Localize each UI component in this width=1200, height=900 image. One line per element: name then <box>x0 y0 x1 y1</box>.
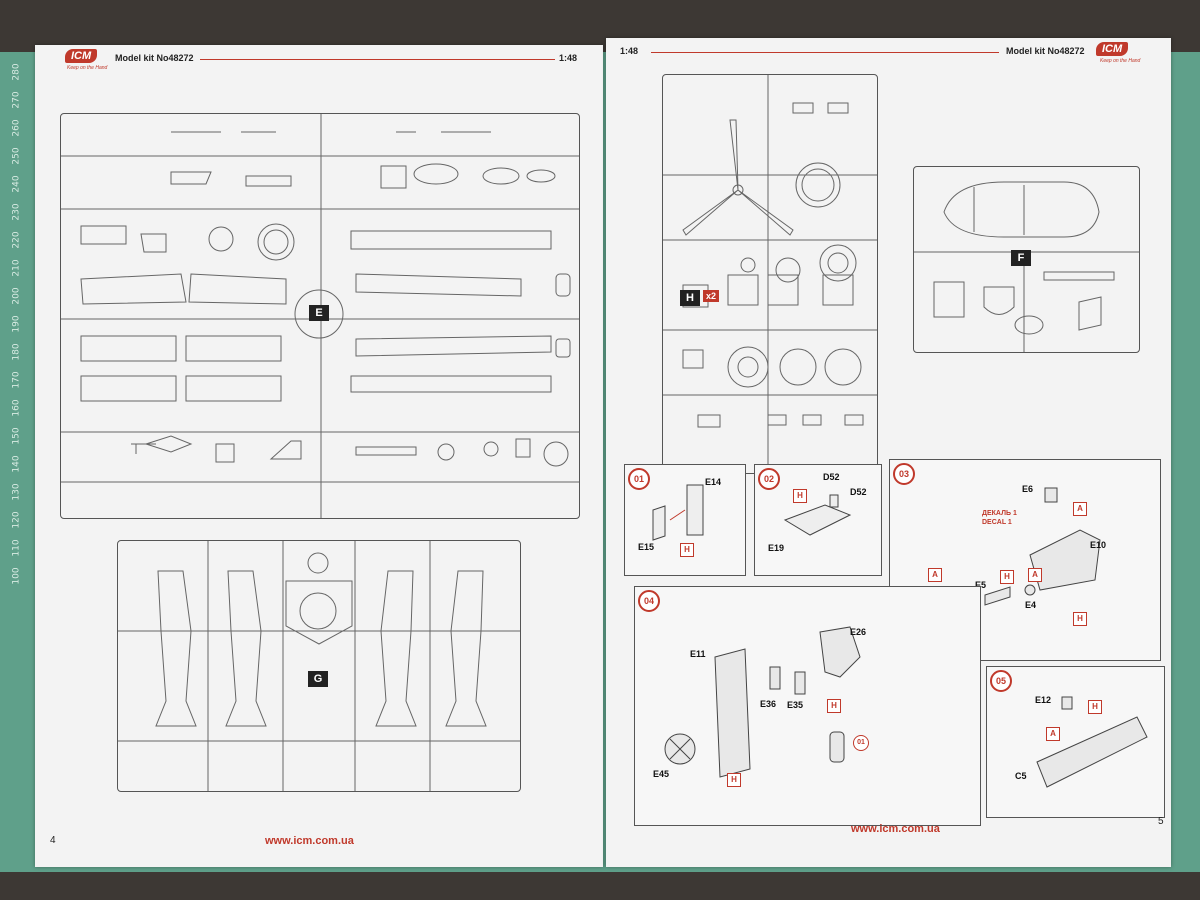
sprue-h-drawing <box>663 75 877 473</box>
ruler-tick-label: 220 <box>11 231 22 249</box>
mat-ruler-left: 280 270 260 250 240 230 220 210 200 190 180 170 160 1… <box>0 52 30 872</box>
icm-logo: ICM <box>1096 42 1129 56</box>
assembly-step-01: 01 E14 E15 H <box>624 464 746 576</box>
part-label: E19 <box>768 543 785 553</box>
sprue-h-plate: H <box>680 290 700 306</box>
ruler-tick-label: 130 <box>11 483 22 501</box>
part-label: E5 <box>975 580 987 590</box>
logo-tagline: Keep on the Hand <box>67 65 108 71</box>
part-label: E12 <box>1035 695 1052 705</box>
sprue-e-frame: E <box>60 113 580 519</box>
part-label: E4 <box>1025 600 1037 610</box>
step-number: 04 <box>638 590 660 612</box>
assembly-step-05: 05 E12 C5 H A <box>986 666 1165 818</box>
ruler-tick-label: 120 <box>11 511 22 529</box>
assembly-step-04: 04 E26 E11 E36 E35 E45 01 H H <box>634 586 981 826</box>
model-kit-label: Model kit No48272 <box>1006 46 1085 56</box>
step-number: 05 <box>990 670 1012 692</box>
header-rule <box>651 52 999 53</box>
ruler-tick-label: 160 <box>11 399 22 417</box>
website-link[interactable]: www.icm.com.ua <box>851 823 940 835</box>
mat-ruler-right <box>1170 52 1200 872</box>
color-callout: H <box>727 773 741 787</box>
sprue-g-plate: G <box>308 671 328 687</box>
ruler-tick-label: 260 <box>11 119 22 137</box>
step-04-drawing <box>664 626 861 778</box>
step-number: 02 <box>758 468 780 490</box>
part-label: E15 <box>638 542 655 552</box>
color-callout: A <box>1046 727 1060 741</box>
sprue-e-drawing <box>61 114 579 518</box>
page-number: 5 <box>1158 816 1164 827</box>
ruler-tick-label: 110 <box>11 539 22 557</box>
instruction-page-right: 1:48 Model kit No48272 ICM Keep on the H… <box>606 38 1171 867</box>
decal-label-en: DECAL 1 <box>982 519 1012 526</box>
color-callout: H <box>1088 700 1102 714</box>
icm-logo: ICM <box>65 49 98 63</box>
sprue-g-frame: G <box>117 540 521 792</box>
part-label: E45 <box>653 769 670 779</box>
sprue-g-drawing <box>118 541 520 791</box>
sprue-f-plate: F <box>1011 250 1031 266</box>
color-callout: A <box>1073 502 1087 516</box>
part-label: E11 <box>690 649 706 659</box>
ruler-tick-label: 140 <box>11 455 22 473</box>
ruler-tick-label: 150 <box>11 427 22 445</box>
color-callout: H <box>793 489 807 503</box>
part-label: E26 <box>850 627 867 637</box>
step-reference: 01 <box>853 735 869 751</box>
sprue-e-plate: E <box>309 305 329 321</box>
color-callout: A <box>1028 568 1042 582</box>
sprue-h-quantity: x2 <box>703 290 720 302</box>
step-number: 01 <box>628 468 650 490</box>
instruction-page-left: ICM Keep on the Hand Model kit No48272 1… <box>35 45 603 867</box>
step-05-drawing <box>1036 696 1148 788</box>
sprue-f-frame: F <box>913 166 1140 353</box>
sprue-h-frame: H x2 <box>662 74 878 474</box>
ruler-tick-label: 170 <box>11 371 22 389</box>
color-callout: H <box>1000 570 1014 584</box>
page-number: 4 <box>50 835 56 846</box>
step-01-drawing <box>652 484 704 541</box>
ruler-tick-label: 230 <box>11 203 22 221</box>
assembly-step-02: 02 D52 D52 E19 H <box>754 464 882 576</box>
scale-label: 1:48 <box>559 53 578 63</box>
ruler-tick-label: 270 <box>11 91 22 109</box>
ruler-tick-label: 200 <box>11 287 22 305</box>
step-number: 03 <box>893 463 915 485</box>
header-rule <box>200 59 555 60</box>
color-callout: A <box>928 568 942 582</box>
ruler-tick-label: 240 <box>11 175 22 193</box>
part-label: E35 <box>787 700 804 710</box>
part-label: D52 <box>850 487 867 497</box>
website-link[interactable]: www.icm.com.ua <box>265 835 354 847</box>
ruler-tick-label: 250 <box>11 147 22 165</box>
ruler-tick-label: 180 <box>11 343 22 361</box>
part-label: C5 <box>1015 771 1027 781</box>
part-label: E6 <box>1022 484 1034 494</box>
part-label: E10 <box>1090 540 1107 550</box>
part-label: E36 <box>760 699 777 709</box>
part-label: D52 <box>823 472 840 482</box>
logo-tagline: Keep on the Hand <box>1100 58 1141 64</box>
model-kit-label: Model kit No48272 <box>115 53 194 63</box>
ruler-tick-label: 100 <box>11 567 22 585</box>
ruler-tick-label: 280 <box>11 63 22 81</box>
color-callout: H <box>827 699 841 713</box>
step-02-drawing <box>783 494 852 536</box>
scale-label: 1:48 <box>620 46 639 56</box>
color-callout: H <box>1073 612 1087 626</box>
part-label: E14 <box>705 477 722 487</box>
ruler-tick-label: 210 <box>11 259 22 277</box>
decal-label-ru: ДЕКАЛЬ 1 <box>982 510 1017 517</box>
color-callout: H <box>680 543 694 557</box>
ruler-tick-label: 190 <box>11 315 22 333</box>
